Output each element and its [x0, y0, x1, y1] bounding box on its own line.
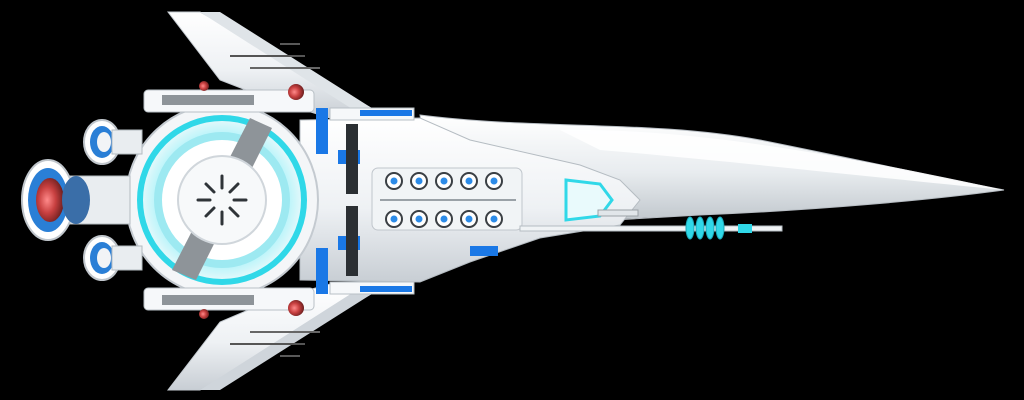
main-thruster	[21, 159, 131, 241]
spine-cannon	[519, 209, 783, 240]
upper-wing	[166, 11, 380, 119]
lower-wing	[166, 283, 380, 391]
upper-thruster	[83, 119, 143, 165]
reactor-ring	[125, 103, 319, 297]
lower-thruster	[83, 235, 143, 281]
missile-rack	[371, 167, 523, 256]
upper-engine-pod	[143, 81, 315, 113]
lower-engine-pod	[143, 287, 315, 319]
